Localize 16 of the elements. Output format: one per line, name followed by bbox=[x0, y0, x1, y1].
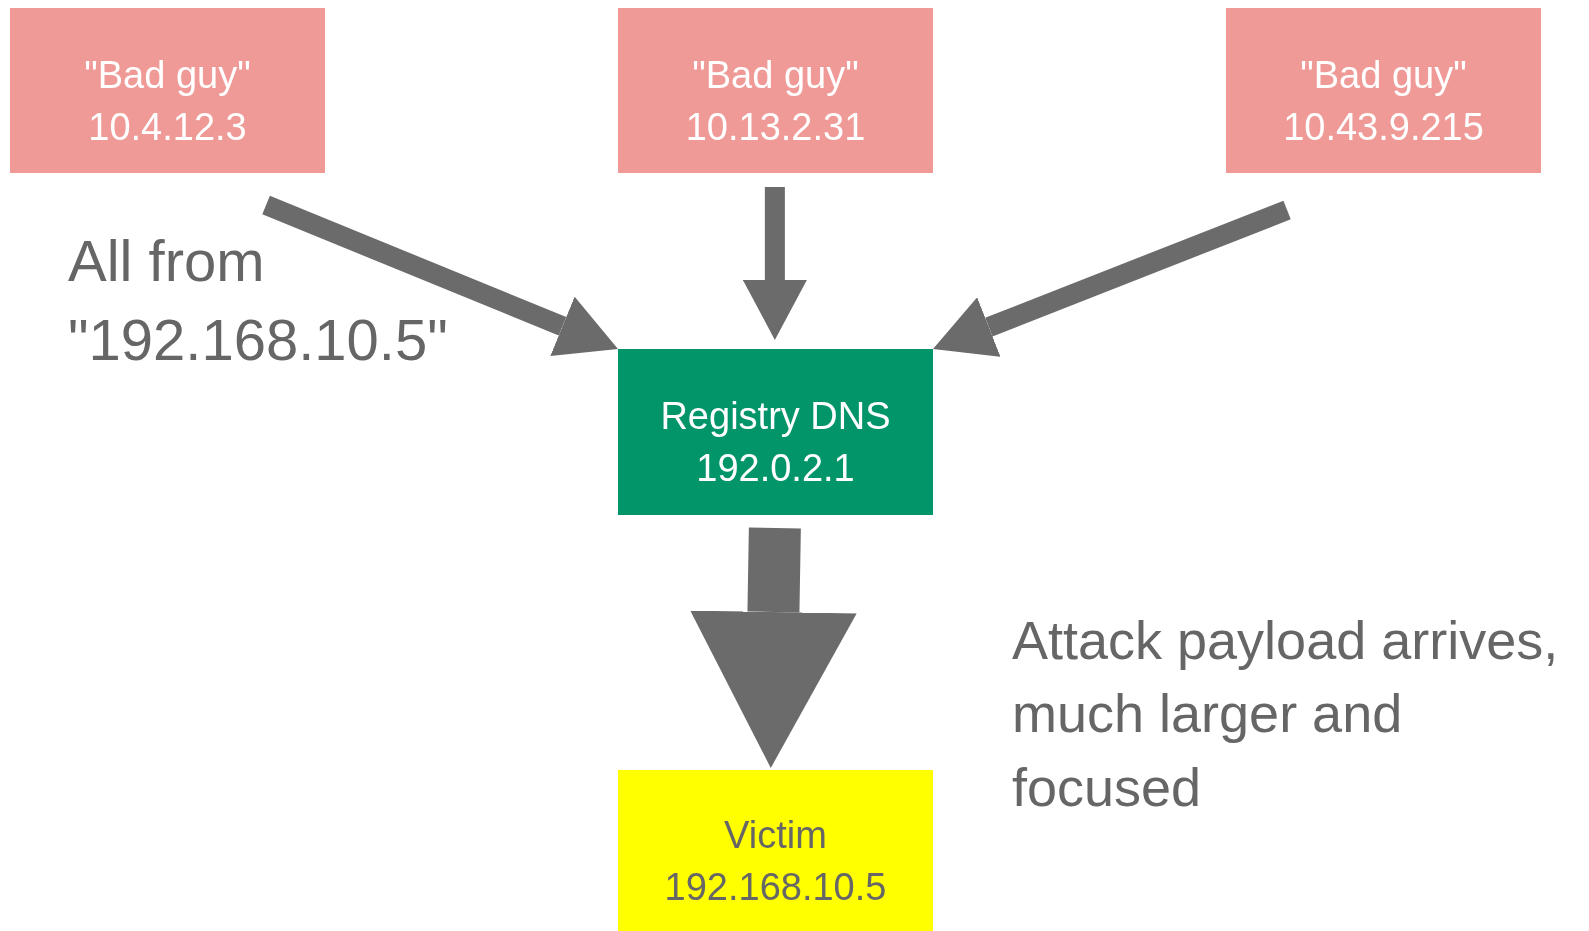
arrow bbox=[742, 187, 807, 340]
attacker-box bbox=[1226, 8, 1541, 173]
arrow bbox=[690, 527, 857, 768]
node-label: Registry DNS 192.0.2.1 bbox=[659, 394, 892, 491]
attacker-box bbox=[618, 8, 933, 173]
victim-box bbox=[618, 770, 933, 931]
node-label: "Bad guy" 10.43.9.215 bbox=[1282, 52, 1485, 150]
attacker-box bbox=[10, 8, 325, 173]
server-box bbox=[618, 349, 933, 515]
arrow bbox=[933, 200, 1291, 357]
node-label: Victim 192.168.10.5 bbox=[663, 812, 888, 910]
annotation-text: All from "192.168.10.5" bbox=[68, 227, 449, 374]
node-label: "Bad guy" 10.4.12.3 bbox=[83, 52, 252, 150]
node-label: "Bad guy" 10.13.2.31 bbox=[684, 52, 867, 150]
arrow bbox=[262, 195, 618, 356]
annotation-text: Attack payload arrives, much larger and focused bbox=[1012, 609, 1560, 819]
